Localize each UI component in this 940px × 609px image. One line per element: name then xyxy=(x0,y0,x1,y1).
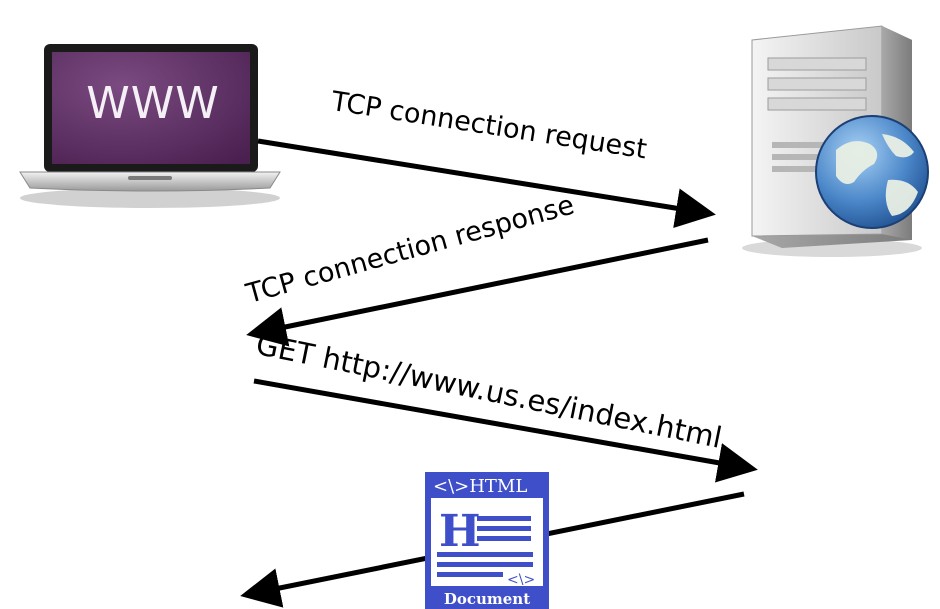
doc-footer-text: Document xyxy=(444,590,530,608)
arrow-tcp-request xyxy=(257,138,716,228)
doc-header-text: <\>HTML xyxy=(433,476,527,497)
doc-footer-tag: <\> xyxy=(507,572,535,588)
web-server-icon xyxy=(742,25,929,257)
doc-letter-h: H xyxy=(439,506,481,557)
arrow-get-request xyxy=(253,378,758,483)
arrow-tcp-response xyxy=(246,237,709,347)
laptop-icon xyxy=(19,44,281,208)
html-document-icon: <\>HTML H <\> Document xyxy=(425,472,549,609)
laptop-screen-text: WWW xyxy=(86,78,220,129)
